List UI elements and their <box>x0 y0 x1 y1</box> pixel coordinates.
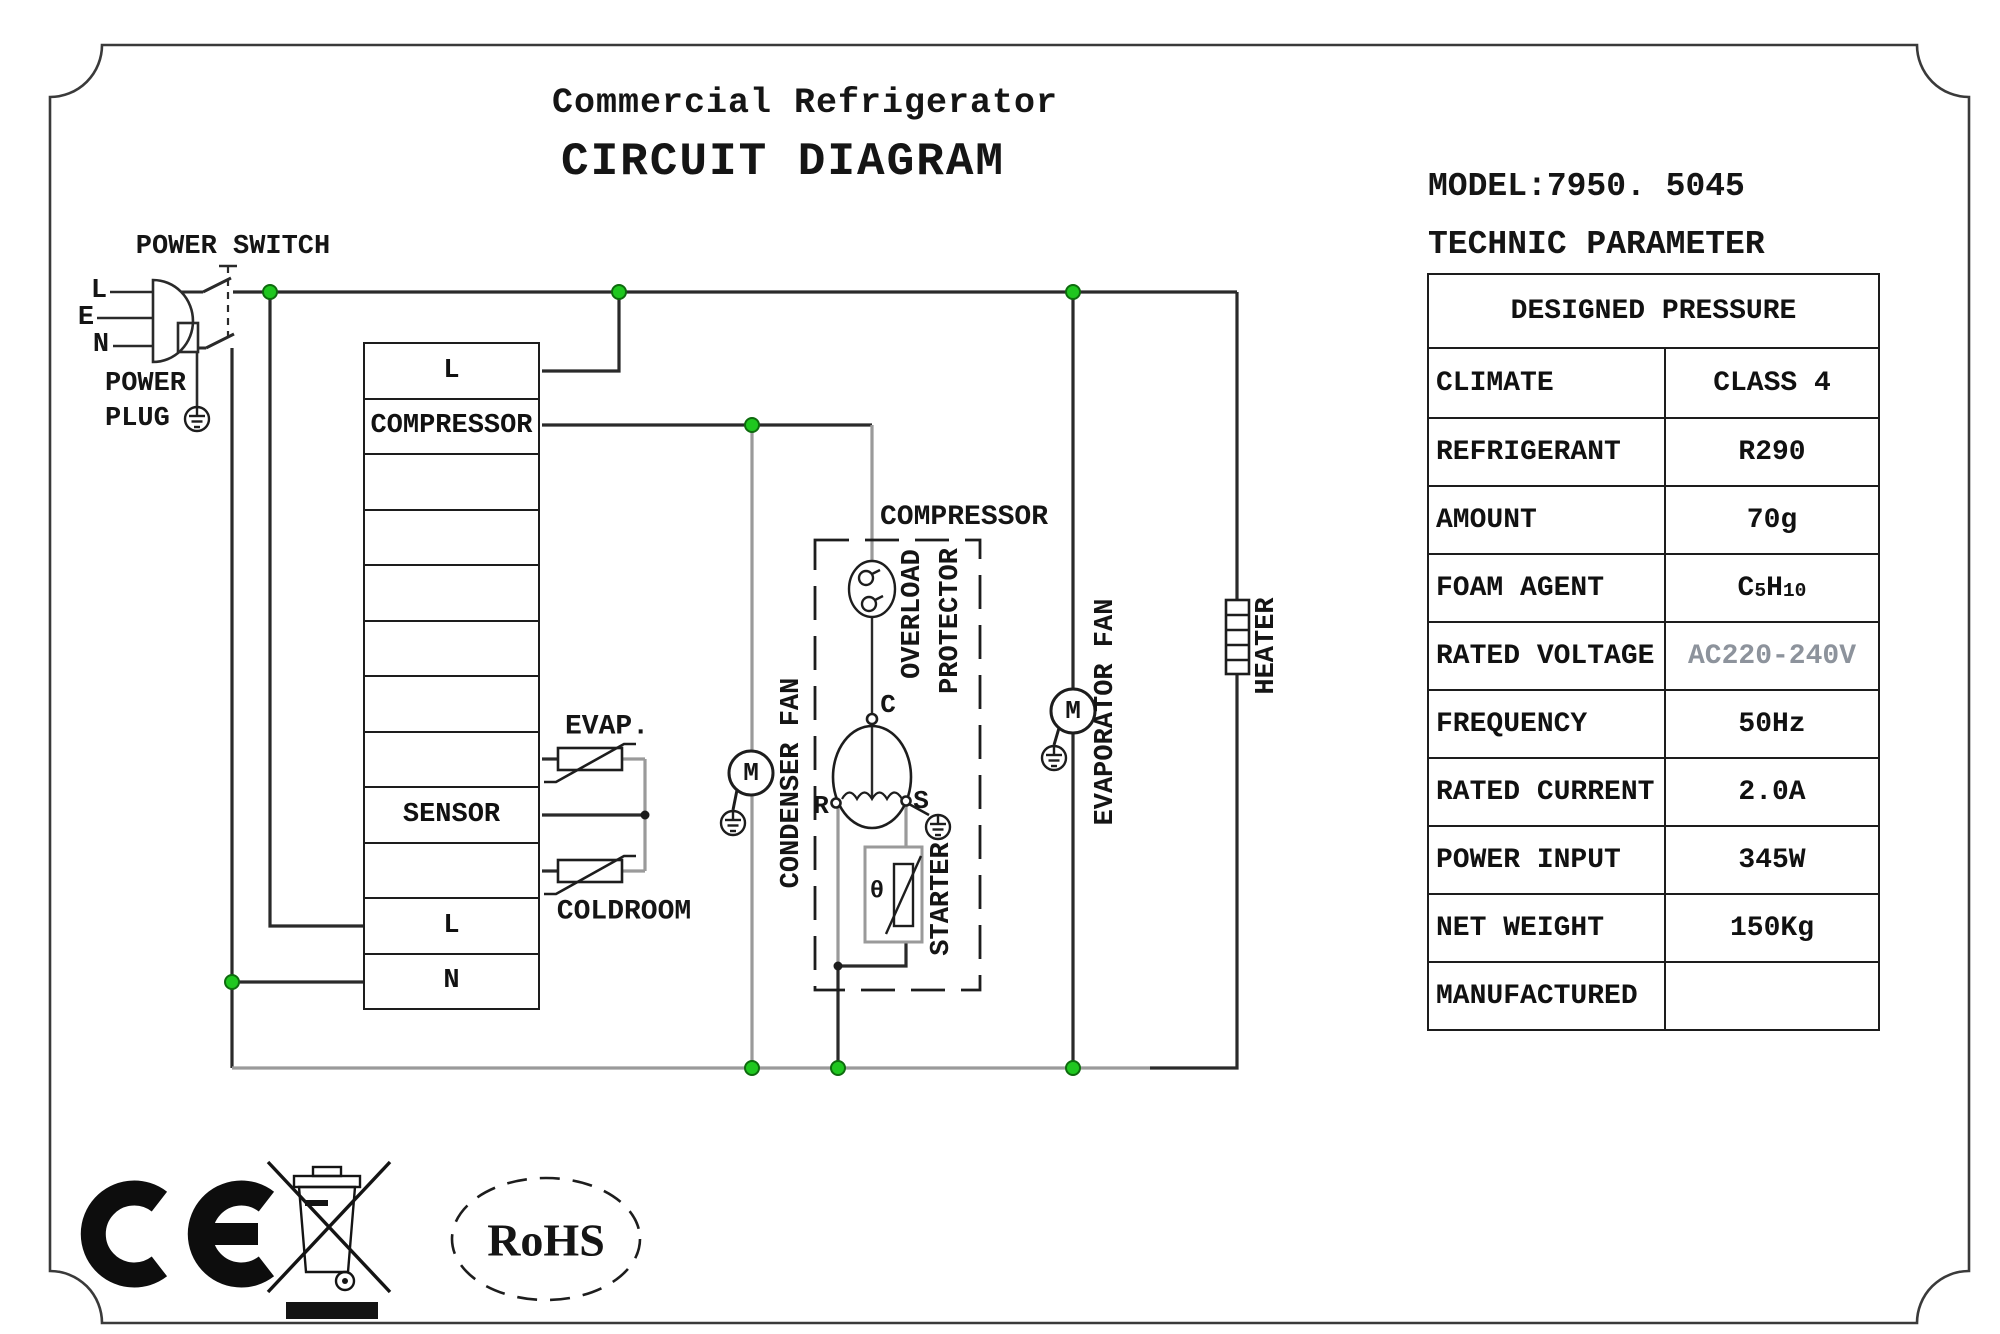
compressor-terminal-s-label: S <box>913 786 929 816</box>
power-plug-label-line2: PLUG <box>105 404 170 434</box>
page-title-line1: Commercial Refrigerator <box>551 83 1059 123</box>
parameters-table: DESIGNED PRESSURE CLIMATE CLASS 4 REFRIGER… <box>1427 273 1880 1031</box>
evap-sensor-label: EVAP. <box>564 711 650 743</box>
power-switch-label: POWER SWITCH <box>135 232 331 262</box>
starter-label: STARTER <box>927 842 957 956</box>
param-label: FOAM AGENT <box>1429 555 1666 621</box>
plug-pin-l-label: L <box>90 276 108 306</box>
terminal-row-empty <box>365 675 538 731</box>
param-value: 150Kg <box>1729 912 1814 944</box>
drawing-frame-border <box>48 43 1971 1325</box>
terminal-row-l: L <box>443 355 460 386</box>
evap-sensor-symbol <box>544 742 636 784</box>
compressor-terminal-r-label: R <box>813 791 829 821</box>
condenser-fan-ground-icon <box>719 809 747 837</box>
weee-bin-icon <box>266 1160 392 1319</box>
condenser-fan-motor-symbol <box>727 749 775 811</box>
param-row: CLIMATE CLASS 4 <box>1429 349 1878 417</box>
param-value <box>1666 963 1878 1029</box>
param-value: 50Hz <box>1738 708 1806 740</box>
terminal-row-empty <box>365 841 538 898</box>
compressor-terminal-c-label: C <box>880 690 896 720</box>
param-label: FREQUENCY <box>1429 691 1666 757</box>
condenser-motor-m-label: M <box>743 758 759 788</box>
evaporator-motor-m-label: M <box>1065 696 1081 726</box>
param-row: RATED VOLTAGE AC220-240V <box>1429 621 1878 689</box>
terminal-row-sensor: SENSOR <box>365 786 538 842</box>
starter-symbol <box>863 845 924 944</box>
compressor-dashed-box <box>813 538 982 992</box>
terminal-row-empty <box>365 730 538 787</box>
compressor-motor-symbol <box>830 712 930 830</box>
param-value: 70g <box>1746 504 1798 536</box>
plug-pin-n-label: N <box>92 330 110 360</box>
wires-black <box>230 290 1239 1070</box>
param-label: AMOUNT <box>1429 487 1666 553</box>
terminal-row-n: N <box>365 952 538 1009</box>
param-row: RATED CURRENT 2.0A <box>1429 757 1878 825</box>
overload-protector-label-word2: PROTECTOR <box>936 548 966 694</box>
param-value: CLASS 4 <box>1713 367 1831 399</box>
param-row: REFRIGERANT R290 <box>1429 417 1878 485</box>
plug-pin-e-label: E <box>77 303 95 333</box>
param-value: AC220-240V <box>1687 640 1857 672</box>
param-row: AMOUNT 70g <box>1429 485 1878 553</box>
page-title-line2: CIRCUIT DIAGRAM <box>560 136 1006 188</box>
starter-theta-label: θ <box>869 878 885 906</box>
evaporator-fan-motor-symbol <box>1049 687 1097 746</box>
overload-protector-label-word1: OVERLOAD <box>898 549 928 679</box>
rohs-ellipse-icon <box>450 1176 642 1302</box>
junction-dots-green <box>224 284 1081 1076</box>
param-label: POWER INPUT <box>1429 827 1666 893</box>
compressor-box-label: COMPRESSOR <box>880 502 1049 533</box>
terminal-row-empty <box>365 453 538 509</box>
param-label: NET WEIGHT <box>1429 895 1666 961</box>
ce-mark-icon <box>80 1180 275 1288</box>
terminal-row-empty <box>365 564 538 620</box>
coldroom-sensor-label: COLDROOM <box>556 896 692 928</box>
heater-symbol <box>1224 598 1251 676</box>
plug-ground-icon <box>183 405 211 433</box>
power-plug-symbol <box>97 278 200 407</box>
heater-label: HEATER <box>1252 597 1282 695</box>
power-plug-label-line1: POWER <box>105 369 187 399</box>
param-label: RATED VOLTAGE <box>1429 623 1666 689</box>
param-row: FREQUENCY 50Hz <box>1429 689 1878 757</box>
compressor-ground-icon <box>924 813 952 841</box>
param-label: CLIMATE <box>1429 349 1666 417</box>
parameters-table-header: DESIGNED PRESSURE <box>1429 275 1878 349</box>
param-label: REFRIGERANT <box>1429 419 1666 485</box>
junction-dots-black <box>640 810 843 971</box>
overload-protector-symbol <box>847 559 897 619</box>
param-row: POWER INPUT 345W <box>1429 825 1878 893</box>
coldroom-sensor-symbol <box>544 854 636 896</box>
param-label: MANUFACTURED <box>1429 963 1666 1029</box>
evaporator-fan-label: EVAPORATOR FAN <box>1091 598 1121 826</box>
condenser-fan-label: CONDENSER FAN <box>777 677 807 889</box>
param-row: NET WEIGHT 150Kg <box>1429 893 1878 961</box>
param-value: R290 <box>1738 436 1806 468</box>
model-number: MODEL:7950. 5045 <box>1428 168 1745 205</box>
technic-parameter-heading: TECHNIC PARAMETER <box>1428 226 1765 263</box>
param-row: MANUFACTURED <box>1429 961 1878 1029</box>
power-switch-symbol <box>181 264 237 350</box>
param-value: 2.0A <box>1738 776 1806 808</box>
rohs-label: RoHS <box>487 1214 605 1266</box>
param-label: RATED CURRENT <box>1429 759 1666 825</box>
terminal-row-compressor: COMPRESSOR <box>365 397 538 454</box>
terminal-row-empty <box>365 619 538 676</box>
terminal-row-l: L <box>365 897 538 953</box>
evaporator-fan-ground-icon <box>1040 744 1068 772</box>
terminal-row-empty <box>365 508 538 565</box>
param-value: 345W <box>1738 844 1806 876</box>
